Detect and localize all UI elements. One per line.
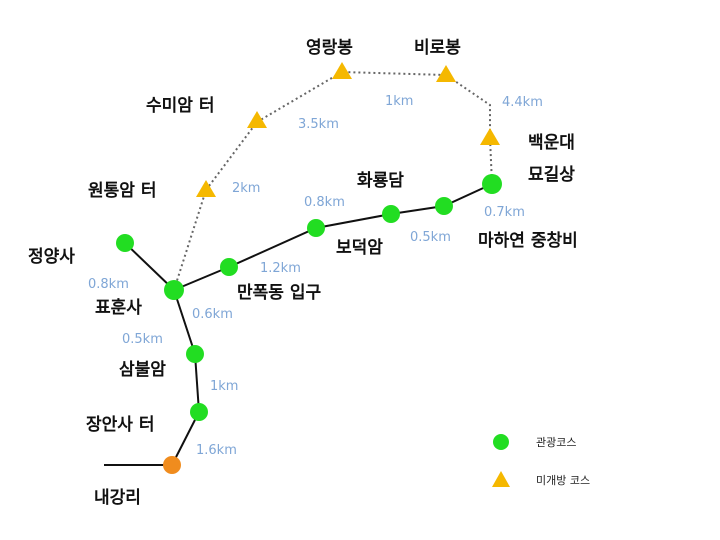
label-manpokdong: 만폭동 입구	[237, 283, 321, 303]
node-mahayeon	[435, 197, 453, 215]
dist-janganssa-sambulam: 1km	[210, 379, 238, 394]
dist-naegangri-janganssa: 1.6km	[196, 443, 237, 458]
node-hwaryongdam	[382, 205, 400, 223]
label-naegangri: 내강리	[94, 488, 141, 508]
dist-manpokdong-bodeokam: 1.2km	[260, 261, 301, 276]
label-sumiam: 수미암 터	[146, 96, 214, 116]
label-bodeokam: 보덕암	[336, 238, 383, 258]
dist-bodeokam-hwaryongdam: 0.8km	[304, 195, 345, 210]
node-myogilsang	[482, 174, 502, 194]
label-wontongam: 원통암 터	[88, 181, 156, 201]
node-wontongam	[196, 180, 216, 197]
closed-route-lines	[173, 70, 493, 291]
open-route-lines	[104, 183, 493, 466]
dist-yeongrangbong-birobong: 1km	[385, 94, 413, 109]
label-pyohunsa: 표훈사	[95, 297, 142, 318]
legend-open-label: 관광코스	[536, 436, 576, 449]
open-nodes	[116, 174, 502, 421]
dist-sumiam-yeongrangbong: 3.5km	[298, 117, 339, 132]
dist-jeongyangsa-pyohunsa: 0.8km	[88, 277, 129, 292]
dist-node-myogilsang: 0.7km	[484, 205, 525, 220]
label-myogilsang: 묘길상	[528, 165, 575, 185]
node-pyohunsa	[164, 280, 184, 300]
label-mahayeon: 마하연 중창비	[478, 231, 578, 251]
legend-closed-marker	[492, 471, 510, 487]
legend-open-marker	[493, 434, 509, 450]
node-baegundae	[480, 128, 500, 145]
route-naegangri-pyohunsa	[171, 289, 201, 466]
label-janganssa: 장안사 터	[86, 415, 154, 435]
dist-pyohunsa-sumiam: 2km	[232, 181, 260, 196]
route-jeongyangsa-pyohunsa	[124, 242, 175, 291]
node-sumiam	[247, 111, 267, 128]
closed-nodes	[196, 62, 500, 197]
label-jeongyangsa: 정양사	[28, 247, 75, 267]
legend-closed-label: 미개방 코스	[536, 474, 590, 487]
route-pyohunsa-birobong	[173, 70, 493, 291]
label-yeongrangbong: 영랑봉	[306, 38, 353, 58]
dist-sambulam-pyohunsa: 0.5km	[122, 332, 163, 347]
label-sambulam: 삼불암	[119, 360, 166, 380]
dist-hwaryongdam-node: 0.5km	[410, 230, 451, 245]
node-sambulam	[186, 345, 204, 363]
place-labels: 정양사 표훈사 삼불암 장안사 터 내강리 만폭동 입구 보덕암 화룡담 마하연…	[28, 38, 578, 508]
dist-pyohunsa-manpokdong: 0.6km	[192, 307, 233, 322]
dist-birobong-baegundae: 4.4km	[502, 95, 543, 110]
label-birobong: 비로봉	[414, 38, 461, 58]
node-janganssa	[190, 403, 208, 421]
label-baegundae: 백운대	[528, 133, 575, 153]
node-yeongrangbong	[332, 62, 352, 79]
node-naegangri	[163, 456, 181, 474]
node-jeongyangsa	[116, 234, 134, 252]
legend: 관광코스 미개방 코스	[492, 434, 590, 487]
node-bodeokam	[307, 219, 325, 237]
node-birobong	[436, 65, 456, 82]
distance-labels: 1.6km 1km 0.5km 0.8km 0.6km 1.2km 0.8km …	[88, 94, 543, 458]
node-manpokdong	[220, 258, 238, 276]
label-hwaryongdam: 화룡담	[357, 171, 404, 191]
